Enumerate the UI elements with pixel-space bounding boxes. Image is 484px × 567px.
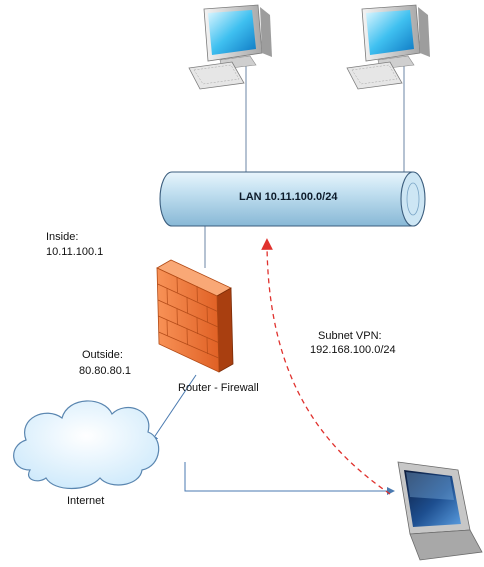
- router-label: Router - Firewall: [178, 382, 259, 394]
- firewall-internet-link: [150, 374, 197, 443]
- vpn-tunnel-line: [261, 238, 391, 495]
- inside-title: Inside:: [46, 231, 79, 243]
- lan-bus: [159, 171, 426, 227]
- cloud-icon: [13, 400, 160, 489]
- computer-icon: [188, 4, 272, 90]
- computer-icon: [346, 4, 430, 90]
- laptop-icon: [397, 461, 483, 561]
- firewall-icon: [156, 259, 234, 373]
- vpn-subnet: 192.168.100.0/24: [310, 344, 396, 356]
- outside-title: Outside:: [82, 349, 123, 361]
- inside-ip: 10.11.100.1: [46, 246, 104, 258]
- outside-ip: 80.80.80.1: [79, 365, 131, 377]
- lan-label: LAN 10.11.100.0/24: [239, 191, 338, 203]
- internet-label: Internet: [67, 495, 105, 507]
- vpn-title: Subnet VPN:: [318, 330, 382, 342]
- internet-laptop-link: [184, 462, 395, 495]
